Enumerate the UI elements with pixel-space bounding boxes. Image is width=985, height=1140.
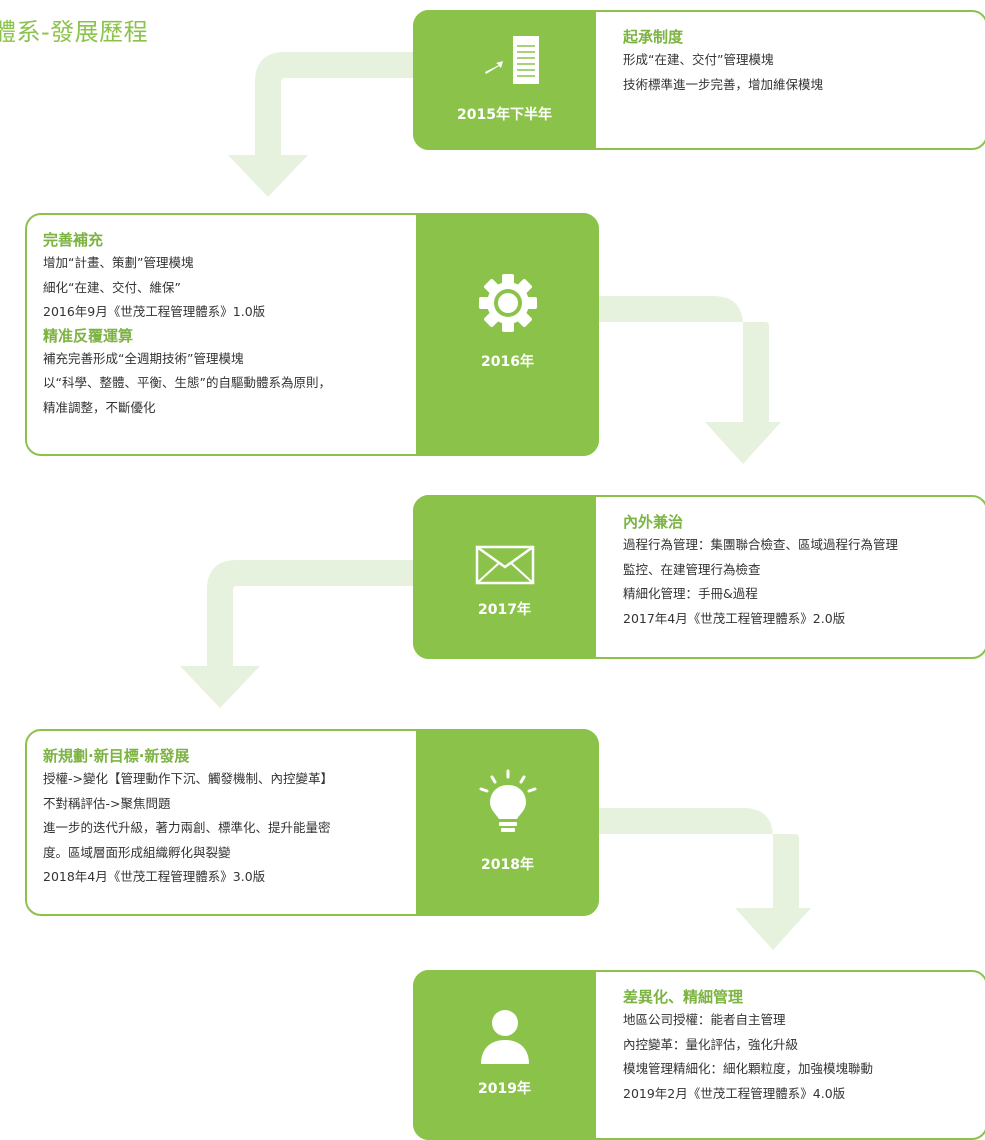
stage-line: 2017年4月《世茂工程管理體系》2.0版 — [623, 610, 846, 626]
user-icon — [413, 1008, 596, 1068]
stage-line: 監控、在建管理行為檢查 — [623, 561, 761, 577]
stage-line: 精細化管理：手冊&過程 — [623, 586, 758, 601]
stage-line: 模塊管理精細化：細化顆粒度，加強模塊聯動 — [623, 1061, 874, 1076]
document-icon — [413, 32, 596, 88]
stage-line: 技術標準進一步完善，增加維保模塊 — [623, 76, 824, 92]
flow-arrow-2 — [598, 296, 781, 464]
year-panel: 2017年 — [413, 495, 596, 659]
envelope-icon — [413, 545, 596, 587]
year-panel: 2016年 — [416, 213, 599, 456]
stage-line: 以“科學、整體、平衡、生態”的自驅動體系為原則， — [43, 375, 331, 390]
gear-icon — [416, 273, 599, 333]
flow-arrow-4 — [598, 808, 811, 950]
stage-line: 細化“在建、交付、維保” — [43, 279, 181, 295]
stage-card-2016: 完善補充 增加“計畫、策劃”管理模塊 細化“在建、交付、維保” 2016年9月《… — [25, 213, 599, 456]
stage-line: 補充完善形成“全週期技術”管理模塊 — [43, 350, 244, 366]
stage-line: 不對稱評估->聚焦問題 — [43, 795, 171, 811]
stage-line: 2016年9月《世茂工程管理體系》1.0版 — [43, 304, 266, 319]
page-title: 體系-發展歷程 — [0, 18, 149, 46]
stage-text: 新規劃·新目標·新發展 授權->變化【管理動作下沉、觸發機制、內控變革】 不對稱… — [43, 739, 405, 890]
year-label: 2016年 — [481, 354, 534, 370]
stage-text: 完善補充 增加“計畫、策劃”管理模塊 細化“在建、交付、維保” 2016年9月《… — [43, 223, 405, 420]
stage-card-2017: 2017年 內外兼治 過程行為管理：集團聯合檢查、區域過程行為管理 監控、在建管… — [413, 495, 985, 659]
stage-text: 起承制度 形成“在建、交付”管理模塊 技術標準進一步完善，增加維保模塊 — [623, 20, 976, 97]
year-label: 2019年 — [478, 1081, 531, 1097]
stage-heading: 起承制度 — [623, 28, 684, 46]
flow-arrow-1 — [228, 52, 415, 197]
year-panel: 2019年 — [413, 970, 596, 1140]
stage-line: 內控變革：量化評估，強化升級 — [623, 1036, 799, 1052]
stage-line: 地區公司授權：能者自主管理 — [623, 1012, 786, 1027]
stage-card-2018: 新規劃·新目標·新發展 授權->變化【管理動作下沉、觸發機制、內控變革】 不對稱… — [25, 729, 599, 916]
stage-line: 精准調整，不斷優化 — [43, 399, 156, 415]
year-panel: 2018年 — [416, 729, 599, 916]
stage-line: 過程行為管理：集團聯合檢查、區域過程行為管理 — [623, 537, 899, 552]
stage-heading: 差異化、精細管理 — [623, 988, 744, 1006]
stage-line: 形成“在建、交付”管理模塊 — [623, 52, 774, 67]
stage-line: 增加“計畫、策劃”管理模塊 — [43, 255, 194, 270]
lightbulb-icon — [416, 769, 599, 839]
year-label: 2017年 — [478, 602, 531, 618]
stage-heading: 完善補充 — [43, 231, 104, 249]
stage-line: 進一步的迭代升級，著力兩創、標準化、提升能量密 — [43, 820, 331, 835]
stage-text: 內外兼治 過程行為管理：集團聯合檢查、區域過程行為管理 監控、在建管理行為檢查 … — [623, 505, 976, 631]
stage-heading: 內外兼治 — [623, 513, 684, 531]
stage-card-2015: 2015年下半年 起承制度 形成“在建、交付”管理模塊 技術標準進一步完善，增加… — [413, 10, 985, 150]
stage-heading: 新規劃·新目標·新發展 — [43, 747, 190, 765]
year-label: 2015年下半年 — [457, 107, 552, 123]
stage-card-2019: 2019年 差異化、精細管理 地區公司授權：能者自主管理 內控變革：量化評估，強… — [413, 970, 985, 1140]
stage-line: 授權->變化【管理動作下沉、觸發機制、內控變革】 — [43, 771, 333, 786]
flow-arrow-3 — [180, 560, 415, 708]
stage-line: 2018年4月《世茂工程管理體系》3.0版 — [43, 869, 266, 884]
stage-line: 度。區域層面形成組織孵化與裂變 — [43, 844, 231, 860]
stage-heading: 精准反覆運算 — [43, 326, 134, 345]
year-panel: 2015年下半年 — [413, 10, 596, 150]
year-label: 2018年 — [481, 857, 534, 873]
stage-line: 2019年2月《世茂工程管理體系》4.0版 — [623, 1085, 846, 1101]
stage-text: 差異化、精細管理 地區公司授權：能者自主管理 內控變革：量化評估，強化升級 模塊… — [623, 980, 976, 1106]
